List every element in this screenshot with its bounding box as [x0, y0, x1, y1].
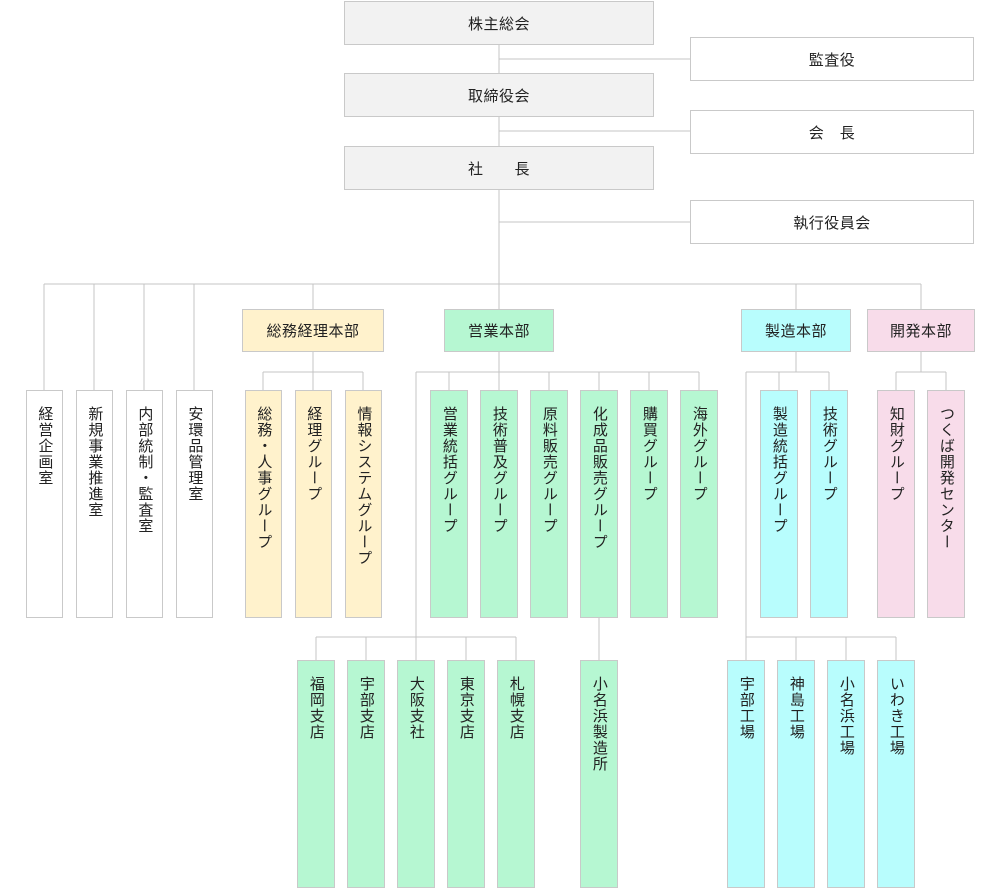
staff-office-label: 新規事業推進室: [86, 406, 105, 518]
auditor-label: 監査役: [808, 50, 856, 69]
sales-branch-box: 福岡支店: [297, 660, 335, 888]
sales-group-label: 営業統括グループ: [440, 406, 459, 534]
manufacturing-plant-label: 小名浜工場: [837, 676, 856, 756]
sales-group-label: 原料販売グループ: [540, 406, 559, 534]
sales-branch-box: 大阪支社: [397, 660, 435, 888]
manufacturing-group-label: 技術グループ: [820, 406, 839, 502]
executive-committee-label: 執行役員会: [793, 213, 871, 232]
development-group-label: つくば開発センター: [937, 406, 956, 550]
sales-division-box: 営業本部: [444, 309, 554, 352]
sales-branch-label: 福岡支店: [307, 676, 326, 740]
development-group-box: 知財グループ: [877, 390, 915, 618]
auditor-box: 監査役: [690, 37, 974, 81]
manufacturing-plant-label: 宇部工場: [737, 676, 756, 740]
onahama-works-label: 小名浜製造所: [590, 676, 609, 772]
manufacturing-group-box: 技術グループ: [810, 390, 848, 618]
admin-division-box: 総務経理本部: [242, 309, 384, 352]
manufacturing-group-label: 製造統括グループ: [770, 406, 789, 534]
sales-group-label: 購買グループ: [640, 406, 659, 502]
sales-group-box: 海外グループ: [680, 390, 718, 618]
manufacturing-plant-box: いわき工場: [877, 660, 915, 888]
admin-group-box: 総務・人事グループ: [245, 390, 282, 618]
development-group-box: つくば開発センター: [927, 390, 965, 618]
sales-branch-box: 東京支店: [447, 660, 485, 888]
board-of-directors-label: 取締役会: [467, 86, 530, 105]
admin-group-box: 情報システムグループ: [345, 390, 382, 618]
chairman-label: 会 長: [808, 123, 856, 142]
president-label: 社 長: [467, 159, 530, 178]
shareholders-meeting-label: 株主総会: [467, 14, 530, 33]
sales-branch-label: 札幌支店: [507, 676, 526, 740]
development-division-box: 開発本部: [867, 309, 975, 352]
executive-committee-box: 執行役員会: [690, 200, 974, 244]
sales-branch-box: 札幌支店: [497, 660, 535, 888]
manufacturing-division-box: 製造本部: [741, 309, 851, 352]
manufacturing-plant-box: 宇部工場: [727, 660, 765, 888]
development-division-label: 開発本部: [889, 322, 952, 340]
board-of-directors-box: 取締役会: [344, 73, 654, 117]
manufacturing-plant-box: 神島工場: [777, 660, 815, 888]
sales-group-label: 技術普及グループ: [490, 406, 509, 534]
sales-group-box: 化成品販売グループ: [580, 390, 618, 618]
manufacturing-plant-box: 小名浜工場: [827, 660, 865, 888]
staff-office-label: 内部統制・監査室: [136, 406, 155, 534]
development-group-label: 知財グループ: [887, 406, 906, 502]
sales-branch-label: 宇部支店: [357, 676, 376, 740]
sales-group-box: 技術普及グループ: [480, 390, 518, 618]
sales-branch-box: 宇部支店: [347, 660, 385, 888]
staff-office-box: 経営企画室: [26, 390, 63, 618]
sales-group-label: 化成品販売グループ: [590, 406, 609, 550]
chairman-box: 会 長: [690, 110, 974, 154]
staff-office-box: 新規事業推進室: [76, 390, 113, 618]
onahama-works-box: 小名浜製造所: [580, 660, 618, 888]
admin-group-box: 経理グループ: [295, 390, 332, 618]
admin-division-label: 総務経理本部: [266, 322, 360, 340]
sales-group-box: 原料販売グループ: [530, 390, 568, 618]
admin-group-label: 経理グループ: [305, 406, 324, 502]
sales-group-box: 購買グループ: [630, 390, 668, 618]
admin-group-label: 情報システムグループ: [355, 406, 374, 566]
manufacturing-group-box: 製造統括グループ: [760, 390, 798, 618]
shareholders-meeting-box: 株主総会: [344, 1, 654, 45]
president-box: 社 長: [344, 146, 654, 190]
staff-office-label: 経営企画室: [36, 406, 55, 486]
manufacturing-plant-label: 神島工場: [787, 676, 806, 740]
sales-branch-label: 東京支店: [457, 676, 476, 740]
sales-group-label: 海外グループ: [690, 406, 709, 502]
manufacturing-plant-label: いわき工場: [887, 676, 906, 756]
staff-office-box: 内部統制・監査室: [126, 390, 163, 618]
sales-division-label: 営業本部: [467, 322, 530, 340]
admin-group-label: 総務・人事グループ: [255, 406, 274, 550]
sales-branch-label: 大阪支社: [407, 676, 426, 740]
manufacturing-division-label: 製造本部: [764, 322, 827, 340]
sales-group-box: 営業統括グループ: [430, 390, 468, 618]
staff-office-label: 安環品管理室: [186, 406, 205, 502]
staff-office-box: 安環品管理室: [176, 390, 213, 618]
